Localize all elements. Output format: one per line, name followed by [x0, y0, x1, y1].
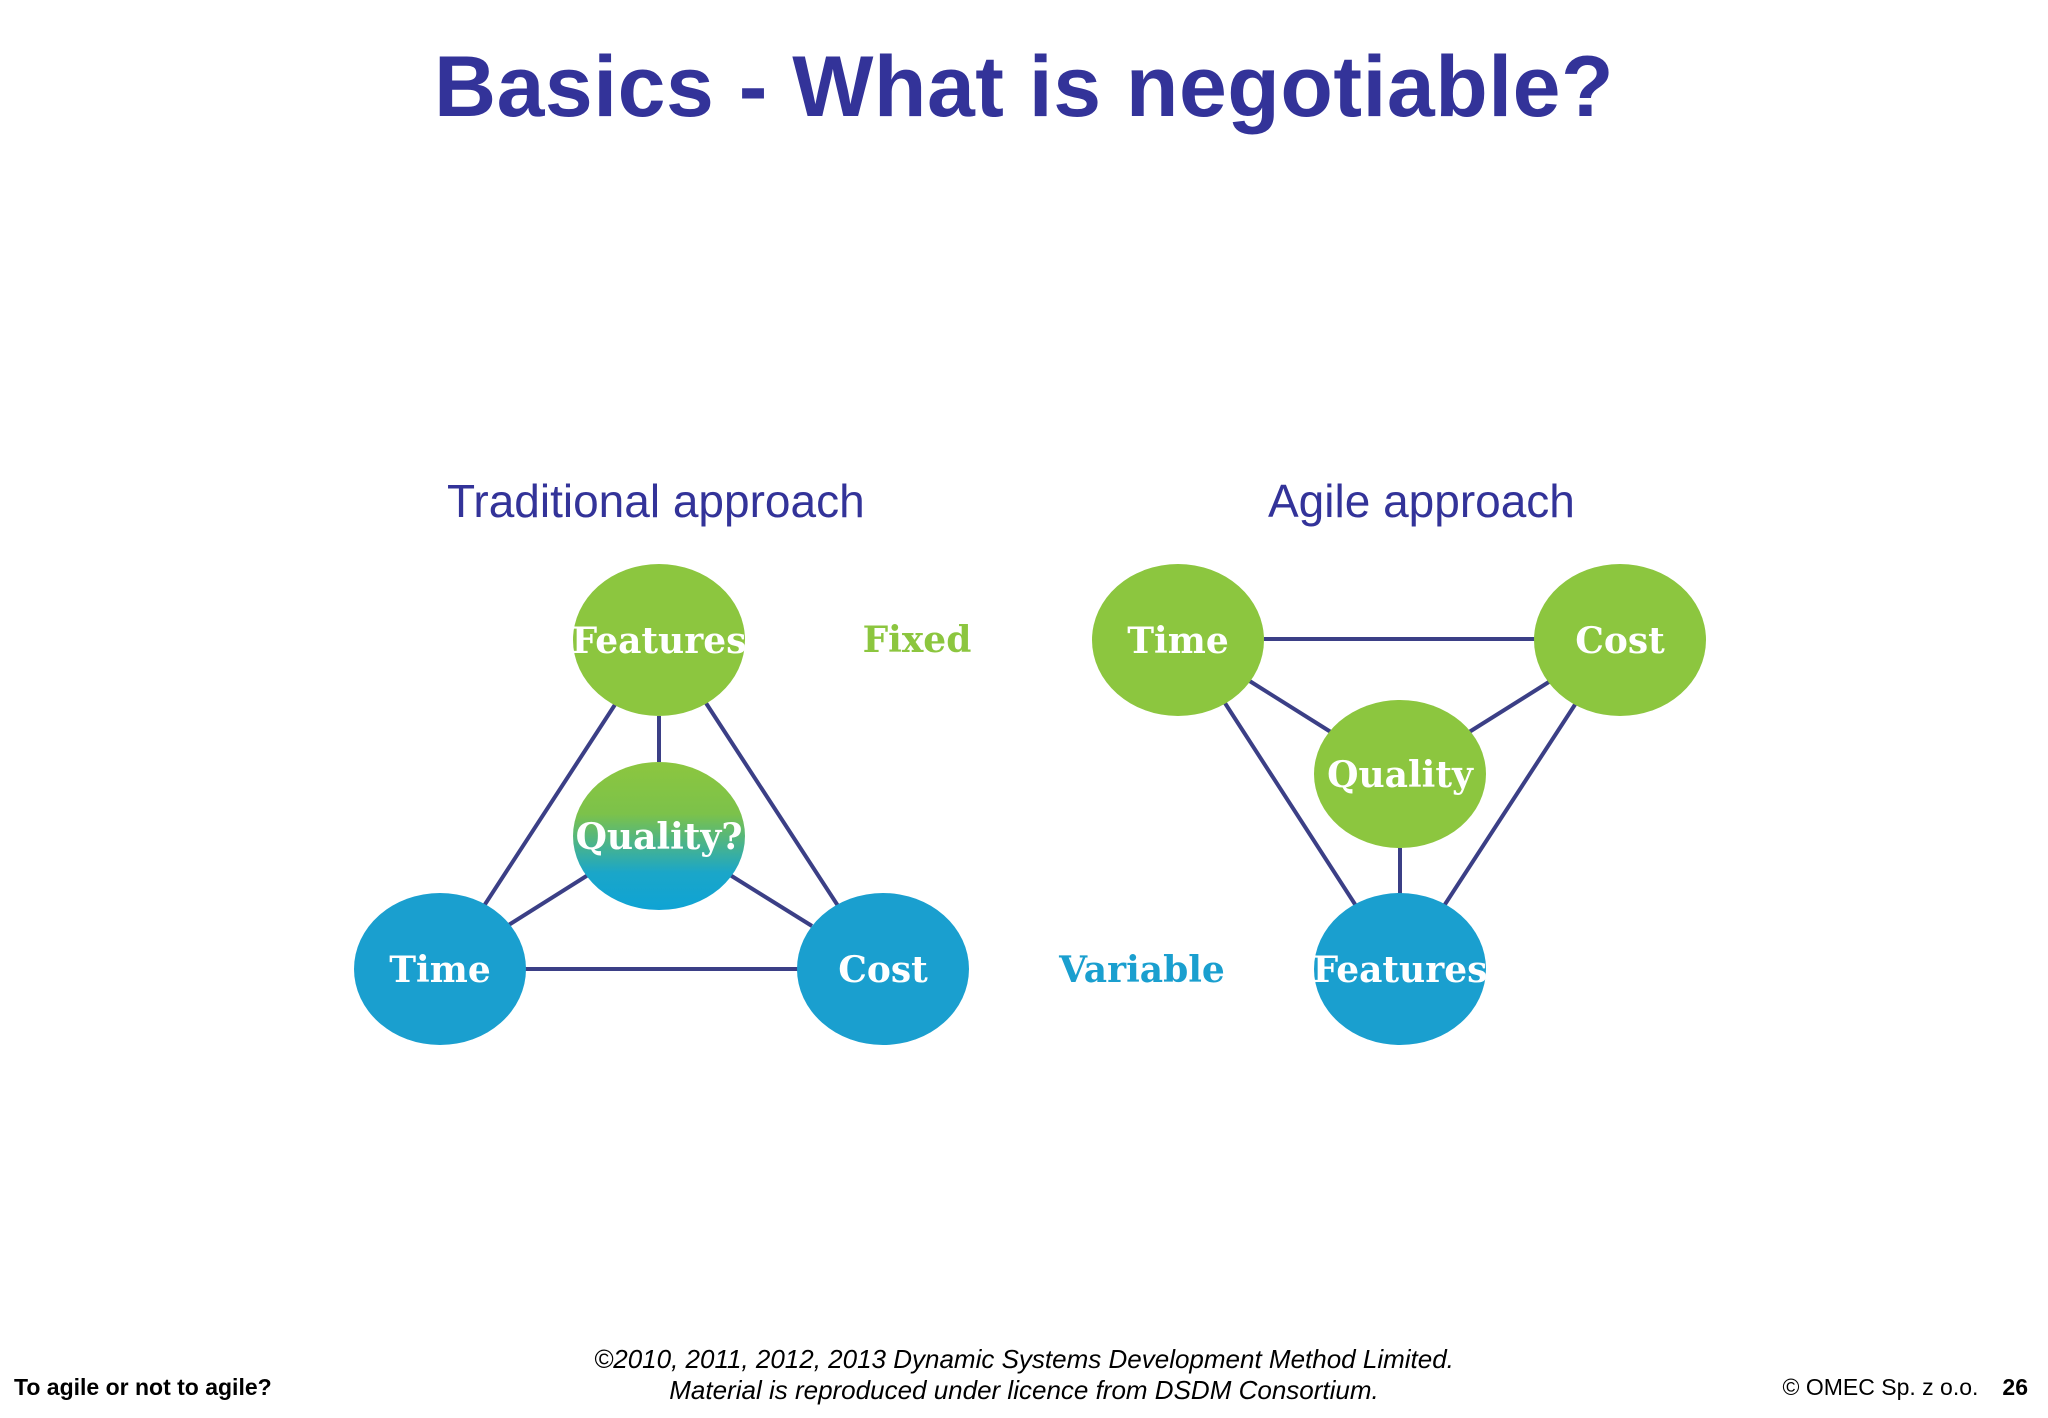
traditional-node-time: Time	[354, 893, 526, 1045]
slide-title: Basics - What is negotiable?	[434, 39, 1614, 135]
edge-cost-quality	[1464, 678, 1554, 736]
footer-presentation-title: To agile or not to agile?	[14, 1374, 272, 1400]
node-label-cost: Cost	[838, 949, 928, 991]
edge-time-features	[1221, 698, 1362, 914]
agile-node-time: Time	[1092, 564, 1264, 716]
agile-approach-heading: Agile approach	[1268, 475, 1575, 527]
edge-features-time	[478, 698, 620, 914]
legend-fixed-label: Fixed	[863, 619, 972, 661]
footer-copyright-line1: ©2010, 2011, 2012, 2013 Dynamic Systems …	[594, 1344, 1454, 1374]
edge-time-quality	[1246, 678, 1336, 736]
node-label-quality: Quality	[1327, 754, 1474, 796]
agile-edges	[1221, 637, 1580, 914]
edge-features-cost	[702, 698, 844, 914]
agile-node-quality: Quality	[1314, 700, 1486, 848]
edge-quality-cost	[720, 868, 814, 928]
traditional-node-cost: Cost	[797, 893, 969, 1045]
node-label-features: Features	[572, 620, 747, 662]
footer-copyright-line2: Material is reproduced under licence fro…	[669, 1375, 1379, 1405]
node-label-cost: Cost	[1575, 620, 1665, 662]
agile-node-features: Features	[1313, 893, 1488, 1045]
legend-variable-label: Variable	[1058, 949, 1225, 991]
agile-node-cost: Cost	[1534, 564, 1706, 716]
footer-company: © OMEC Sp. z o.o.	[1782, 1374, 1979, 1400]
node-label-time: Time	[1127, 620, 1228, 662]
traditional-node-quality: Quality?	[573, 762, 745, 910]
traditional-approach-heading: Traditional approach	[447, 475, 865, 527]
node-label-time: Time	[389, 949, 490, 991]
node-label-quality: Quality?	[576, 816, 743, 858]
footer-right: © OMEC Sp. z o.o. 26	[1783, 1374, 2029, 1401]
page-number: 26	[2002, 1374, 2028, 1400]
edge-cost-features	[1438, 698, 1580, 914]
traditional-edges	[478, 698, 844, 971]
footer-copyright: ©2010, 2011, 2012, 2013 Dynamic Systems …	[0, 1344, 2048, 1406]
traditional-node-features: Features	[572, 564, 747, 716]
edge-quality-time	[505, 868, 598, 928]
node-label-features: Features	[1313, 949, 1488, 991]
